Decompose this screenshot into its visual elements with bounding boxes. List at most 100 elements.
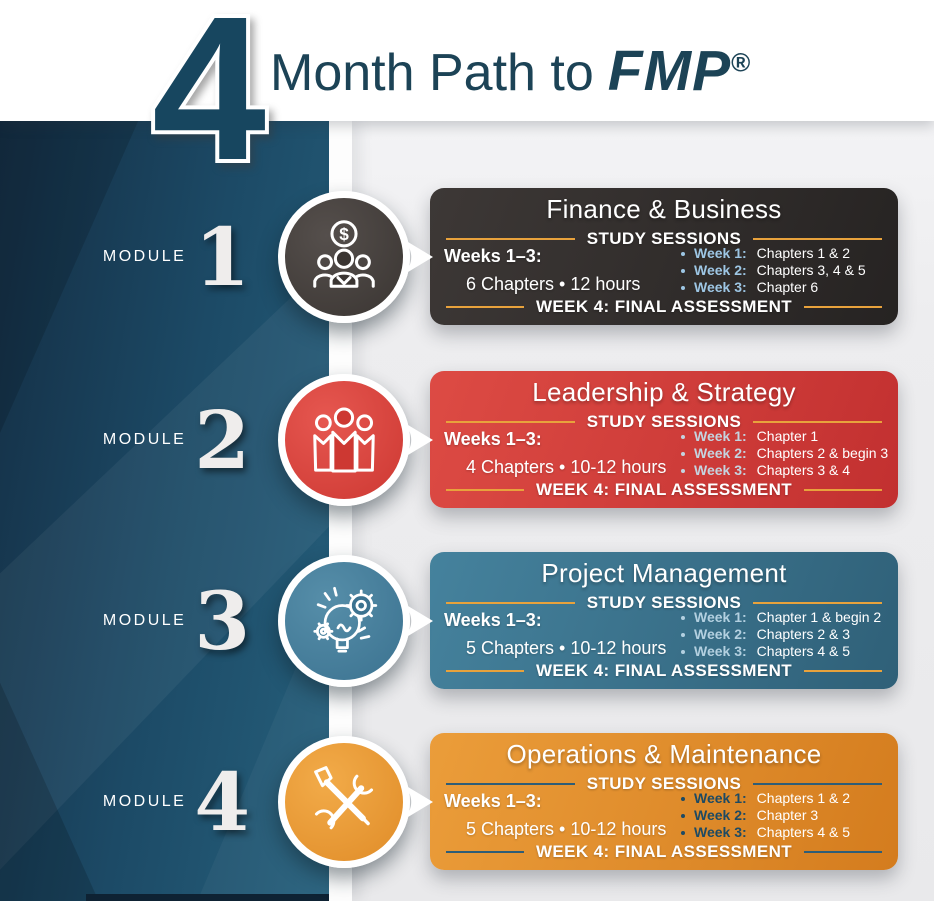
study-sessions-text: STUDY SESSIONS bbox=[586, 412, 742, 431]
divider-line bbox=[446, 306, 524, 308]
bullet-dot bbox=[681, 615, 685, 620]
bullet-dot bbox=[681, 632, 685, 637]
module-label-4: MODULE 4 bbox=[100, 733, 250, 871]
bottom-accent-strip bbox=[86, 894, 329, 901]
page-title-text: Month Path to bbox=[270, 44, 594, 102]
divider-line bbox=[804, 670, 882, 672]
week-text: Chapters 3, 4 & 5 bbox=[756, 262, 866, 278]
module-row-4: MODULE 4 Operations & Maintenance STUDY … bbox=[0, 733, 934, 871]
divider-line bbox=[446, 238, 575, 240]
week-text: Chapters 4 & 5 bbox=[756, 824, 851, 840]
divider-line bbox=[446, 670, 524, 672]
brand-fmp: FMP bbox=[607, 39, 732, 103]
week-text: Chapter 3 bbox=[756, 807, 819, 823]
final-assessment-text: WEEK 4: FINAL ASSESSMENT bbox=[535, 661, 793, 680]
week-item: Week 1: Chapter 1 & begin 2 bbox=[678, 609, 893, 626]
week-label: Week 3: bbox=[694, 462, 747, 478]
week-label: Week 3: bbox=[694, 279, 747, 295]
bullet-dot bbox=[681, 434, 685, 439]
card-title: Operations & Maintenance bbox=[506, 739, 822, 769]
divider-line bbox=[446, 783, 575, 785]
innovation-gear-bulb-icon bbox=[313, 586, 378, 653]
card-title: Project Management bbox=[541, 558, 787, 588]
module-number: 2 bbox=[194, 393, 250, 487]
bullet-dot bbox=[681, 813, 685, 818]
week-item: Week 3: Chapters 4 & 5 bbox=[678, 643, 893, 660]
divider-line bbox=[753, 602, 882, 604]
module-label-2: MODULE 2 bbox=[100, 371, 250, 509]
header-number-text: 4 bbox=[152, 4, 266, 179]
module-card-finance: Finance & Business STUDY SESSIONS Weeks … bbox=[430, 188, 898, 325]
speech-pointer bbox=[403, 784, 433, 820]
final-assessment-text: WEEK 4: FINAL ASSESSMENT bbox=[535, 480, 793, 499]
week-bullet-list: Week 1: Chapters 1 & 2 Week 2: Chapter 3 W… bbox=[678, 790, 893, 841]
week-label: Week 1: bbox=[694, 790, 747, 806]
week-item: Week 2: Chapters 3, 4 & 5 bbox=[678, 262, 893, 279]
week-label: Week 1: bbox=[694, 245, 747, 261]
final-assessment-row: WEEK 4: FINAL ASSESSMENT bbox=[430, 842, 898, 862]
registered-mark: ® bbox=[731, 47, 751, 78]
module-label-1: MODULE 1 bbox=[100, 188, 250, 326]
final-assessment-row: WEEK 4: FINAL ASSESSMENT bbox=[430, 297, 898, 317]
speech-pointer bbox=[403, 422, 433, 458]
divider-line bbox=[446, 421, 575, 423]
module-word: MODULE bbox=[102, 431, 187, 448]
module-row-3: MODULE 3 Project Management STUDY SESSIO… bbox=[0, 552, 934, 690]
module-circle-leadership bbox=[278, 374, 410, 506]
week-label: Week 1: bbox=[694, 609, 747, 625]
bullet-dot bbox=[681, 268, 685, 273]
module-number: 4 bbox=[194, 755, 250, 849]
week-text: Chapter 1 & begin 2 bbox=[756, 609, 882, 625]
chapters-hours-summary: 4 Chapters • 10-12 hours bbox=[466, 457, 667, 477]
module-card-operations: Operations & Maintenance STUDY SESSIONS … bbox=[430, 733, 898, 870]
svg-text:$: $ bbox=[339, 224, 349, 244]
header-band bbox=[0, 0, 934, 121]
week-label: Week 2: bbox=[694, 807, 747, 823]
week-label: Week 2: bbox=[694, 262, 747, 278]
week-label: Week 3: bbox=[694, 643, 747, 659]
bullet-dot bbox=[681, 251, 685, 256]
chapters-hours-summary: 5 Chapters • 10-12 hours bbox=[466, 819, 667, 839]
divider-line bbox=[446, 851, 524, 853]
week-text: Chapters 3 & 4 bbox=[756, 462, 851, 478]
big-number-4: 4 bbox=[148, 4, 270, 179]
week-text: Chapters 4 & 5 bbox=[756, 643, 851, 659]
speech-pointer bbox=[403, 603, 433, 639]
study-sessions-heading: STUDY SESSIONS bbox=[430, 229, 898, 249]
week-text: Chapters 2 & 3 bbox=[756, 626, 851, 642]
week-item: Week 3: Chapter 6 bbox=[678, 279, 893, 296]
card-title: Leadership & Strategy bbox=[532, 377, 796, 407]
week-text: Chapters 1 & 2 bbox=[756, 790, 851, 806]
week-item: Week 1: Chapters 1 & 2 bbox=[678, 790, 893, 807]
week-label: Week 1: bbox=[694, 428, 747, 444]
week-label: Week 3: bbox=[694, 824, 747, 840]
week-item: Week 1: Chapters 1 & 2 bbox=[678, 245, 893, 262]
module-word: MODULE bbox=[102, 612, 187, 629]
finance-dollar-team-icon: $ bbox=[313, 220, 375, 288]
final-assessment-row: WEEK 4: FINAL ASSESSMENT bbox=[430, 661, 898, 681]
module-number: 3 bbox=[194, 574, 250, 668]
week-text: Chapter 6 bbox=[756, 279, 819, 295]
bullet-dot bbox=[681, 468, 685, 473]
module-row-2: MODULE 2 Leadership & Strategy STUDY SES… bbox=[0, 371, 934, 509]
week-text: Chapters 1 & 2 bbox=[756, 245, 851, 261]
week-item: Week 1:Chapter 1 bbox=[678, 428, 893, 445]
module-label-3: MODULE 3 bbox=[100, 552, 250, 690]
bullet-dot bbox=[681, 649, 685, 654]
study-sessions-text: STUDY SESSIONS bbox=[586, 774, 742, 793]
divider-line bbox=[753, 783, 882, 785]
module-word: MODULE bbox=[102, 248, 187, 265]
divider-line bbox=[804, 851, 882, 853]
module-circle-project bbox=[278, 555, 410, 687]
divider-line bbox=[804, 489, 882, 491]
weeks-range-label: Weeks 1–3: bbox=[444, 246, 542, 266]
bullet-dot bbox=[681, 796, 685, 801]
week-item: Week 3: Chapters 4 & 5 bbox=[678, 824, 893, 841]
weeks-range-label: Weeks 1–3: bbox=[444, 429, 542, 449]
divider-line bbox=[753, 421, 882, 423]
bullet-dot bbox=[681, 451, 685, 456]
final-assessment-row: WEEK 4: FINAL ASSESSMENT bbox=[430, 480, 898, 500]
module-row-1: MODULE 1 Finance & Business STUDY SESSIO… bbox=[0, 188, 934, 326]
